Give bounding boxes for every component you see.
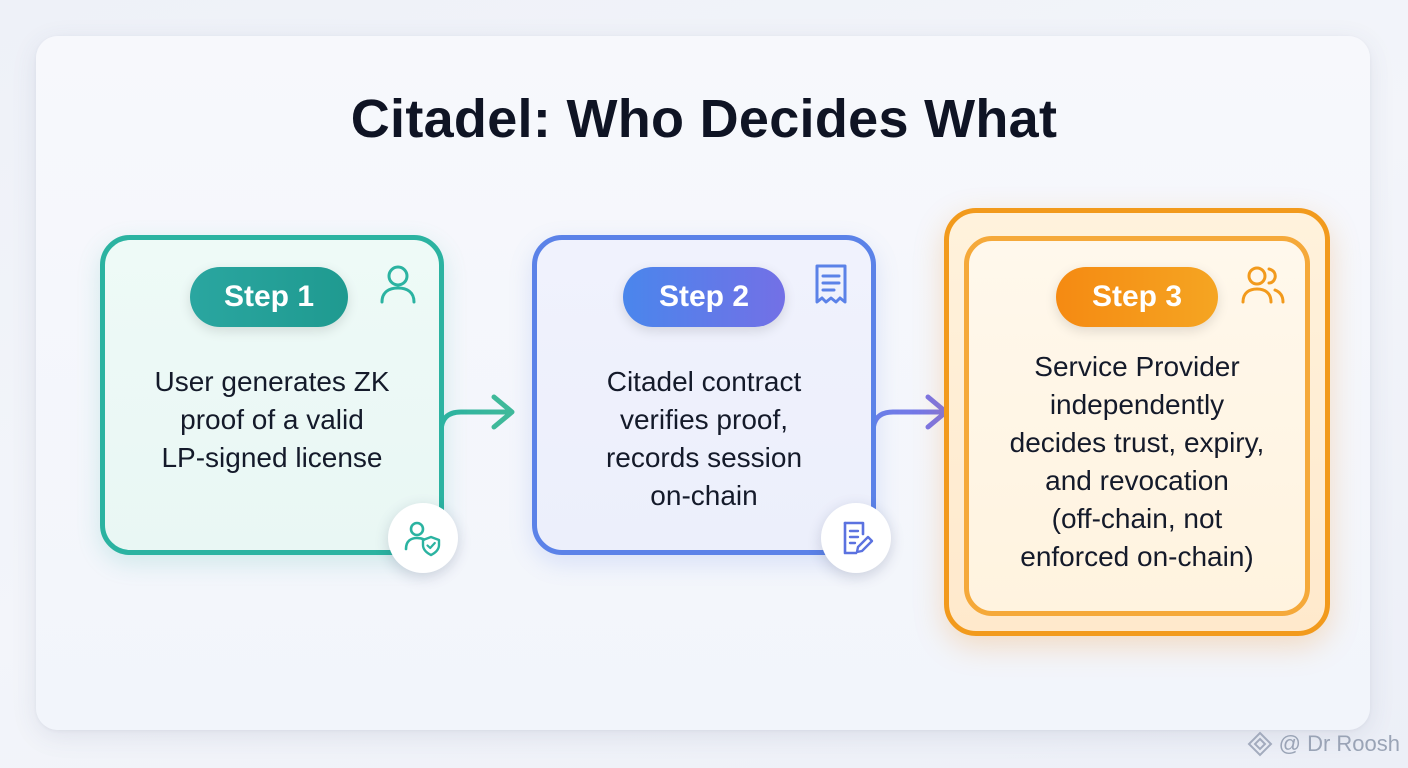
step1-pill: Step 1 — [190, 267, 348, 327]
diamond-logo-icon — [1247, 731, 1273, 757]
page-title: Citadel: Who Decides What — [350, 89, 1058, 149]
users-icon — [1241, 266, 1285, 304]
document-edit-icon — [843, 521, 874, 555]
step3-pill: Step 3 — [1056, 267, 1218, 327]
user-icon — [380, 265, 416, 304]
step2-description: Citadel contract verifies proof, records… — [605, 366, 803, 511]
step2-badge — [821, 503, 891, 573]
step1-description: User generates ZK proof of a valid LP-si… — [154, 366, 390, 473]
step3-description: Service Provider independently decides t… — [1009, 351, 1265, 572]
step2-pill: Step 2 — [623, 267, 785, 327]
user-shield-icon — [404, 521, 441, 557]
watermark: @ Dr Roosh — [1247, 728, 1400, 760]
receipt-icon — [815, 264, 847, 304]
arrowhead-step1-step2 — [491, 394, 515, 430]
step1-badge — [388, 503, 458, 573]
watermark-text: @ Dr Roosh — [1278, 731, 1400, 756]
